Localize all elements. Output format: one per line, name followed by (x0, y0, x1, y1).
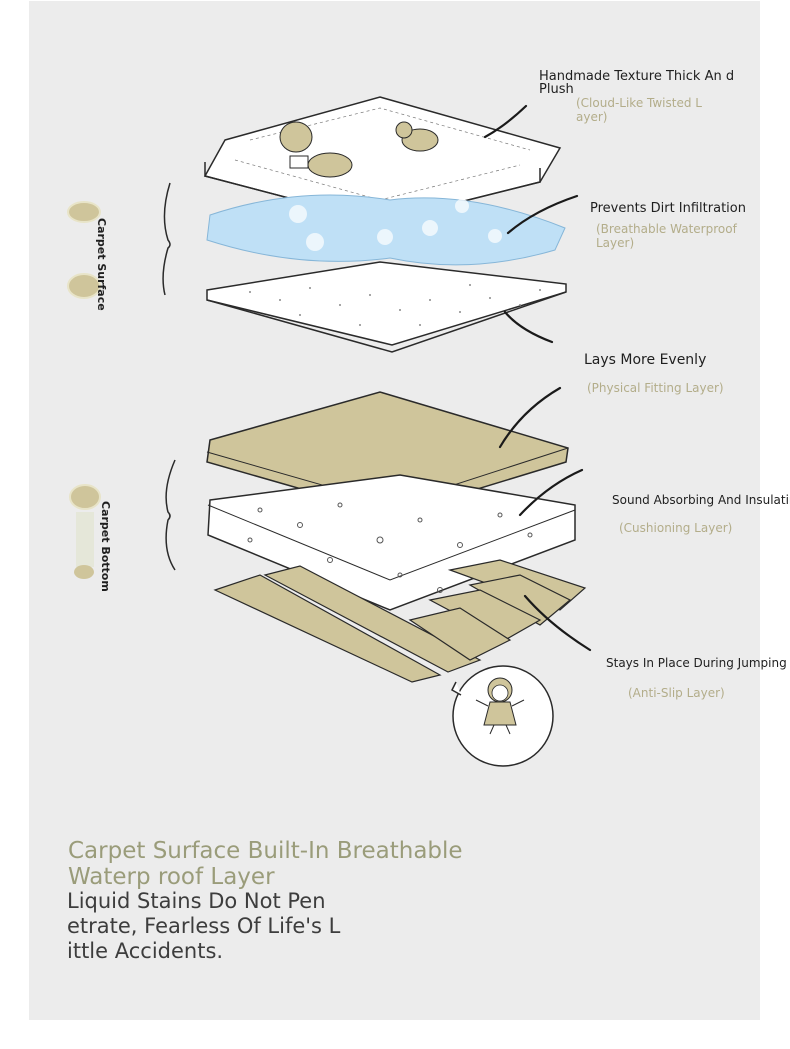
anti-slip-layer-illustration (213, 559, 587, 683)
body-text: Liquid Stains Do Not Pen etrate, Fearles… (67, 889, 341, 963)
layer-title-plush: Handmade Texture Thick An d Plush (539, 69, 735, 97)
layer-subtitle-waterproof: (Breathable Waterproof Layer) (596, 222, 737, 250)
layer-subtitle-anti-slip: (Anti-Slip Layer) (628, 686, 725, 700)
plush-layer-illustration (203, 96, 562, 223)
bottom-swatches (69, 484, 101, 579)
layer-title-fitting: Lays More Evenly (584, 352, 707, 368)
side-label-surface: Carpet Surface (95, 218, 108, 311)
layer-title-anti-slip: Stays In Place During Jumping (606, 656, 787, 670)
cushion-layer-illustration (207, 474, 576, 611)
dotted-layer-illustration (206, 261, 567, 353)
bracket-surface (162, 182, 171, 296)
fitting-layer-illustration (206, 391, 569, 516)
thought-bubble (451, 665, 554, 767)
headline: Carpet Surface Built-In Breathable Water… (68, 838, 463, 890)
layer-title-waterproof: Prevents Dirt Infiltration (590, 201, 746, 216)
leader-lines (483, 104, 592, 652)
surface-swatches (67, 201, 101, 299)
side-label-bottom: Carpet Bottom (99, 501, 112, 592)
bracket-bottom (165, 459, 176, 571)
layer-subtitle-cushion: (Cushioning Layer) (619, 521, 733, 535)
layer-title-cushion: Sound Absorbing And Insulating (612, 493, 790, 507)
waterproof-layer-illustration (206, 194, 566, 266)
layer-subtitle-fitting: (Physical Fitting Layer) (587, 381, 724, 395)
layer-subtitle-plush: (Cloud-Like Twisted L ayer) (576, 96, 702, 124)
